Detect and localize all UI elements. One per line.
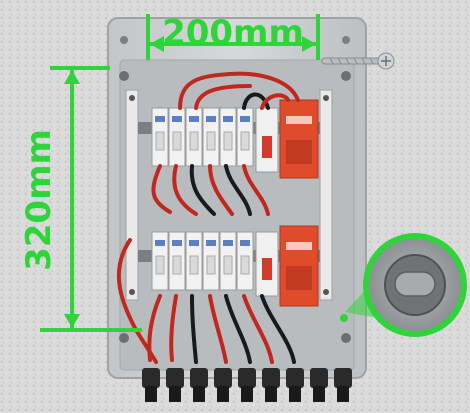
wire bbox=[224, 294, 252, 364]
fuse-holder bbox=[236, 107, 254, 167]
wire bbox=[189, 164, 216, 216]
fuse-holder bbox=[236, 231, 254, 291]
cable-gland bbox=[142, 368, 160, 402]
cable-gland bbox=[310, 368, 328, 402]
din-brackets bbox=[125, 89, 333, 301]
wire bbox=[208, 164, 234, 216]
breaker-toggle bbox=[262, 258, 272, 280]
wiring bbox=[116, 71, 300, 364]
fuse-holder bbox=[151, 107, 169, 167]
height-dimension bbox=[40, 66, 142, 332]
breaker-toggle bbox=[262, 136, 272, 158]
cable-gland bbox=[190, 368, 208, 402]
cable-glands bbox=[142, 368, 352, 402]
wire bbox=[178, 71, 300, 110]
wire bbox=[242, 294, 274, 364]
width-dimension bbox=[146, 14, 320, 60]
wire bbox=[260, 93, 290, 110]
screw-icon bbox=[321, 52, 395, 70]
wire bbox=[242, 164, 270, 216]
wire bbox=[242, 92, 270, 110]
cable-gland bbox=[214, 368, 232, 402]
mount-hole bbox=[341, 333, 351, 343]
fuse-holder bbox=[185, 231, 203, 291]
wire bbox=[260, 294, 296, 364]
wire bbox=[169, 294, 178, 362]
wire bbox=[172, 164, 198, 216]
width-label: 200mm bbox=[162, 13, 304, 53]
cable-gland bbox=[166, 368, 184, 402]
fuse-holder bbox=[168, 107, 186, 167]
breather-valve-callout bbox=[340, 233, 467, 337]
cable-gland bbox=[238, 368, 256, 402]
fuse-holder bbox=[219, 107, 237, 167]
height-label: 320mm bbox=[19, 129, 59, 271]
mount-hole bbox=[119, 333, 129, 343]
cable-gland bbox=[334, 368, 352, 402]
fuse-holder bbox=[219, 231, 237, 291]
wire bbox=[116, 238, 158, 364]
mount-hole bbox=[119, 71, 129, 81]
fuse-holder bbox=[202, 231, 220, 291]
surge-protector bbox=[279, 99, 319, 179]
mount-hole bbox=[341, 71, 351, 81]
wire bbox=[190, 294, 198, 364]
wire bbox=[151, 164, 172, 214]
wire bbox=[208, 294, 228, 364]
fuse-holder bbox=[202, 107, 220, 167]
upper-device-row bbox=[138, 99, 320, 179]
wire bbox=[194, 84, 252, 110]
wire bbox=[224, 164, 252, 216]
cable-gland bbox=[262, 368, 280, 402]
cable-gland bbox=[286, 368, 304, 402]
fuse-holder bbox=[185, 107, 203, 167]
fuse-holder bbox=[151, 231, 169, 291]
lower-device-row bbox=[138, 225, 320, 307]
fuse-holder bbox=[168, 231, 186, 291]
